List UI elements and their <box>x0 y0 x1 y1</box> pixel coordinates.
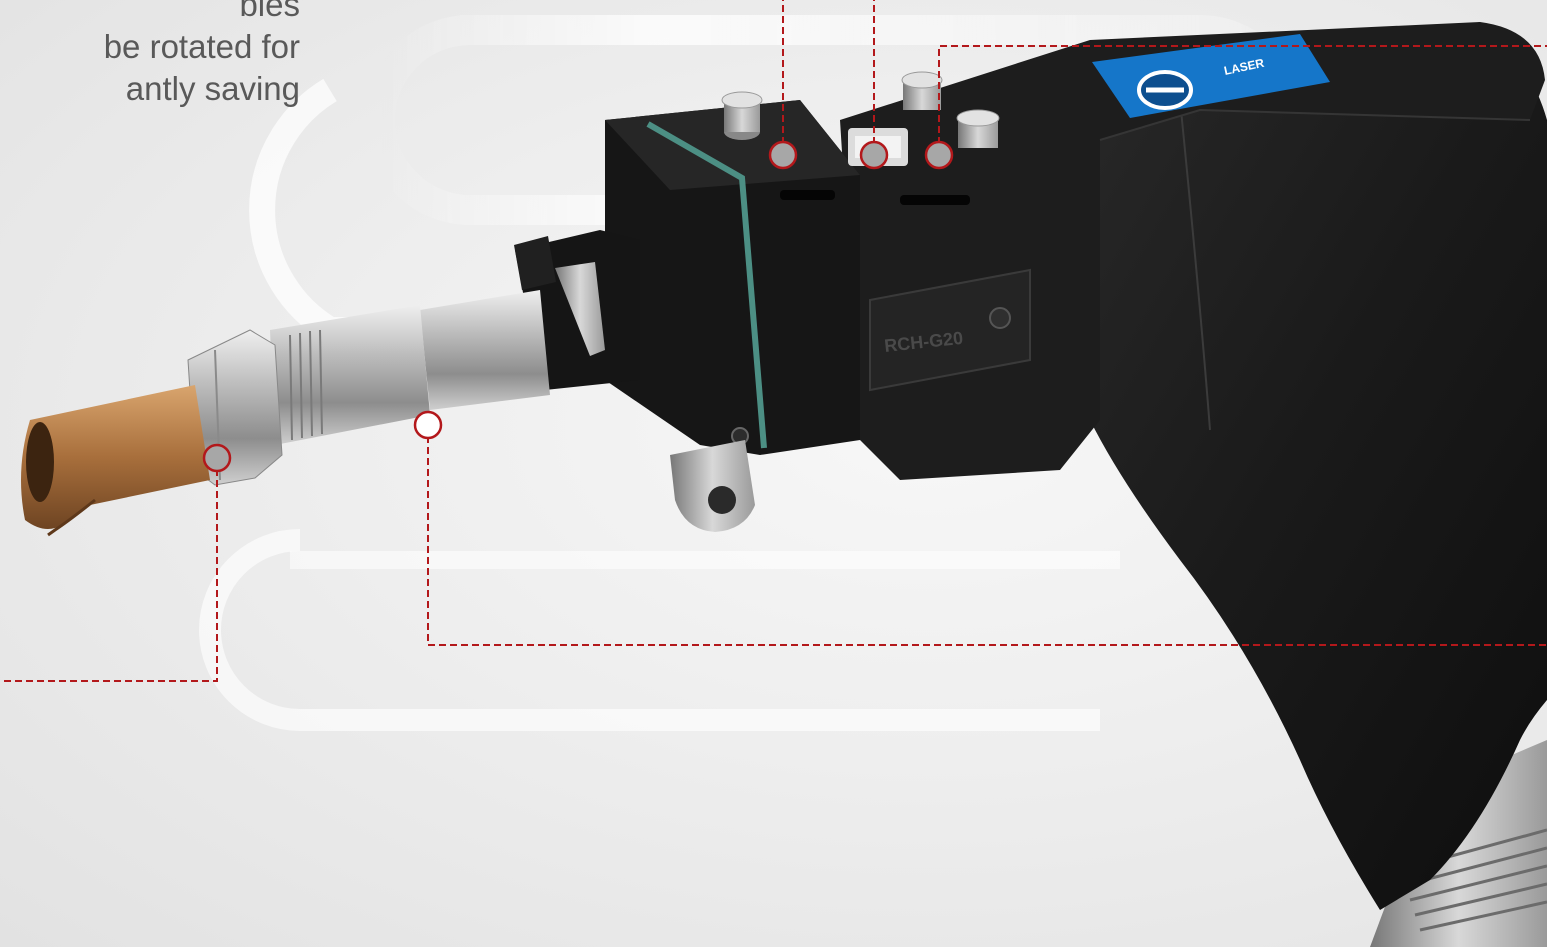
callout-lines <box>0 0 1547 682</box>
description-line: antly saving <box>125 70 300 107</box>
feature-description: bles be rotated for antly saving <box>0 0 300 110</box>
description-line: be rotated for <box>103 28 300 65</box>
head-block <box>605 100 970 455</box>
gun-grip <box>1040 22 1547 910</box>
callout-marker-nozzle <box>202 443 232 473</box>
copper-nozzle <box>21 385 210 537</box>
side-panel: RCH-G20 <box>869 268 1031 392</box>
callout-line-nozzle <box>0 458 218 682</box>
mount-bracket <box>670 440 755 532</box>
brand-badge: LASER <box>1092 34 1330 118</box>
steel-barrel <box>187 290 550 486</box>
gun-body <box>840 22 1545 480</box>
callout-line-adjuster <box>938 45 1547 155</box>
callout-marker-barrel <box>413 410 443 440</box>
callout-marker-adjuster <box>924 140 954 170</box>
callout-marker-display <box>859 140 889 170</box>
description-line: bles <box>239 0 300 23</box>
barrel-collar <box>514 230 640 390</box>
callout-line-barrel <box>427 425 1547 646</box>
callout-markers <box>202 140 954 473</box>
callout-marker-knob <box>768 140 798 170</box>
